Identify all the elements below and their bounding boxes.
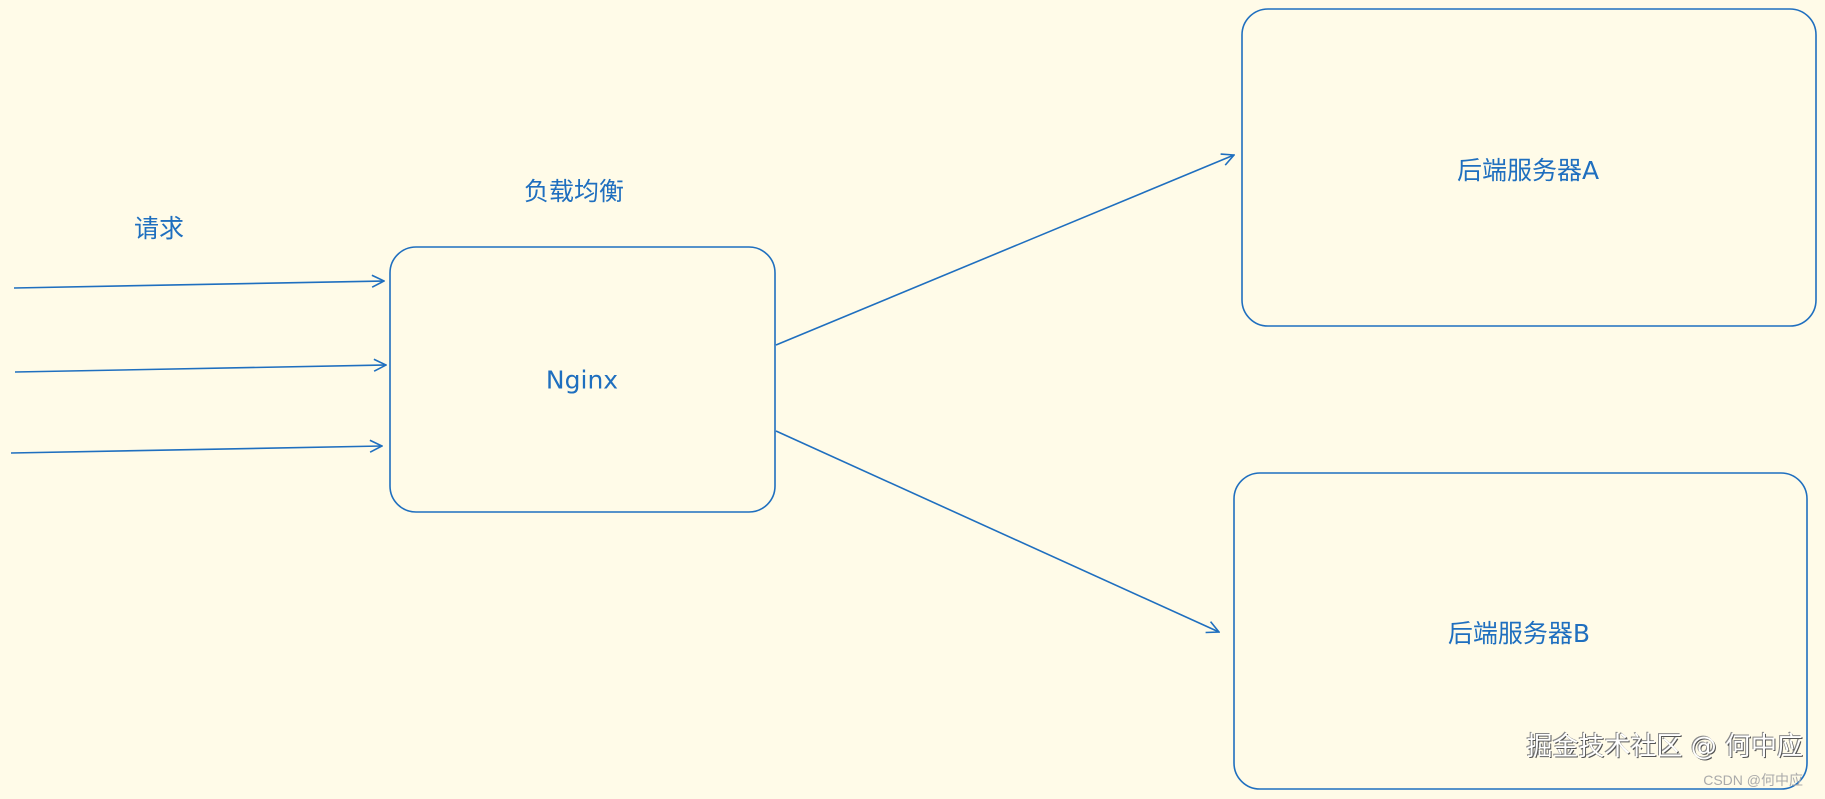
- nginx-box: [389, 246, 776, 513]
- request-label: 请求: [133, 214, 185, 243]
- csdn-watermark: CSDN @何中应: [1703, 772, 1803, 788]
- server-a-box: [1241, 8, 1817, 327]
- request-arrow-2: [14, 365, 386, 373]
- load-balance-label: 负载均衡: [523, 177, 625, 206]
- server-a-label: 后端服务器A: [1456, 156, 1600, 185]
- juejin-watermark: 掘金技术社区 @ 何中应: [1526, 732, 1803, 762]
- arrow-to-server-a: [775, 155, 1234, 346]
- request-arrow-3: [10, 446, 382, 454]
- nginx-label: Nginx: [545, 365, 619, 395]
- server-b-box: [1233, 472, 1808, 790]
- arrow-to-server-b: [775, 430, 1219, 632]
- request-arrow-1: [13, 281, 384, 289]
- server-b-label: 后端服务器B: [1447, 619, 1591, 648]
